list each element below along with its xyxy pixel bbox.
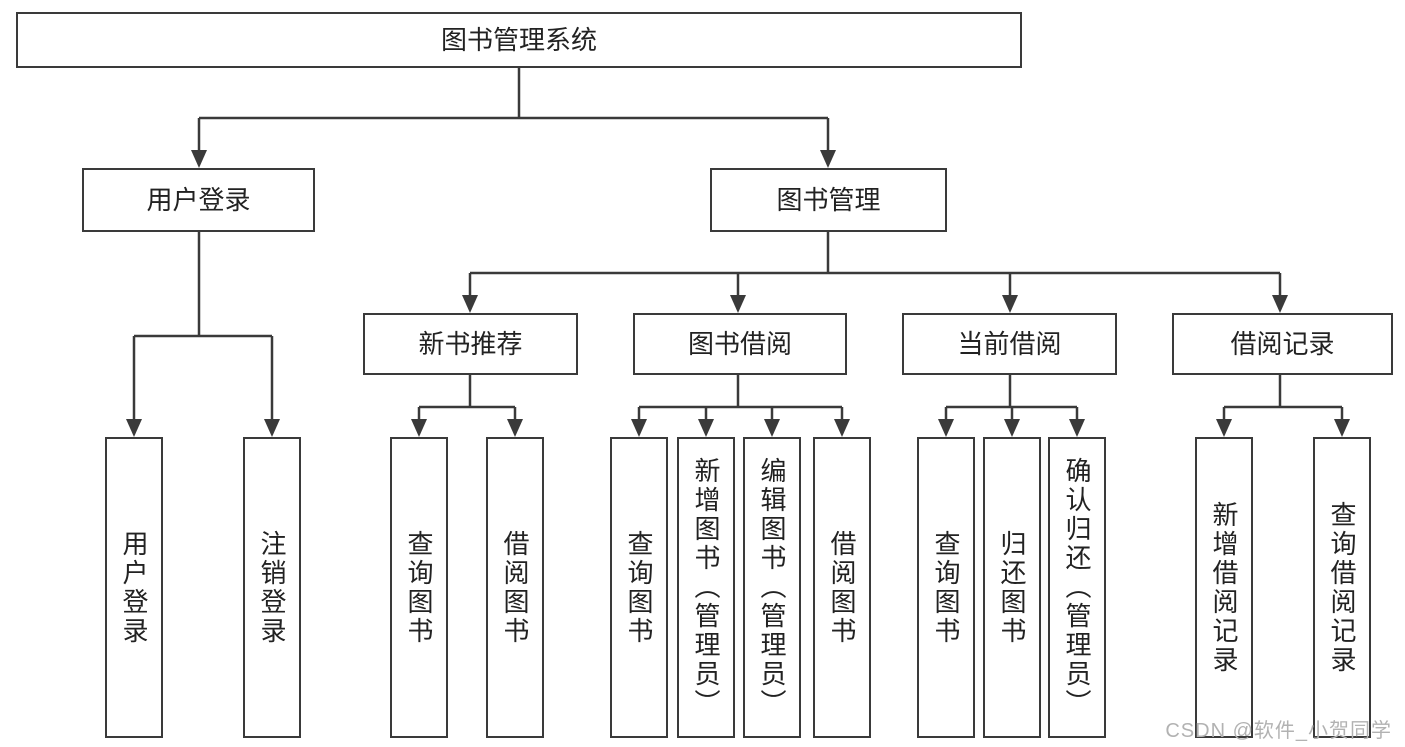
leaf-current-confirm-return-admin: 确认归还（管理员） (1048, 437, 1106, 738)
leaf-borrow-edit-books-admin: 编辑图书（管理员） (743, 437, 801, 738)
leaf-borrow-query-books: 查询图书 (610, 437, 668, 738)
node-root-library-system: 图书管理系统 (16, 12, 1022, 68)
node-user-login: 用户登录 (82, 168, 315, 232)
node-borrow-records: 借阅记录 (1172, 313, 1393, 375)
leaf-records-query-borrow-record: 查询借阅记录 (1313, 437, 1371, 738)
leaf-logout: 注销登录 (243, 437, 301, 738)
node-new-book-recommend: 新书推荐 (363, 313, 578, 375)
leaf-user-login: 用户登录 (105, 437, 163, 738)
leaf-recommend-borrow-books: 借阅图书 (486, 437, 544, 738)
leaf-borrow-add-books-admin: 新增图书（管理员） (677, 437, 735, 738)
leaf-current-query-books: 查询图书 (917, 437, 975, 738)
node-book-borrow: 图书借阅 (633, 313, 847, 375)
leaf-recommend-query-books: 查询图书 (390, 437, 448, 738)
csdn-watermark: CSDN @软件_小贺同学 (1165, 720, 1392, 742)
node-book-management: 图书管理 (710, 168, 947, 232)
leaf-borrow-borrow-books: 借阅图书 (813, 437, 871, 738)
node-current-borrow: 当前借阅 (902, 313, 1117, 375)
leaf-current-return-books: 归还图书 (983, 437, 1041, 738)
leaf-records-add-borrow-record: 新增借阅记录 (1195, 437, 1253, 738)
